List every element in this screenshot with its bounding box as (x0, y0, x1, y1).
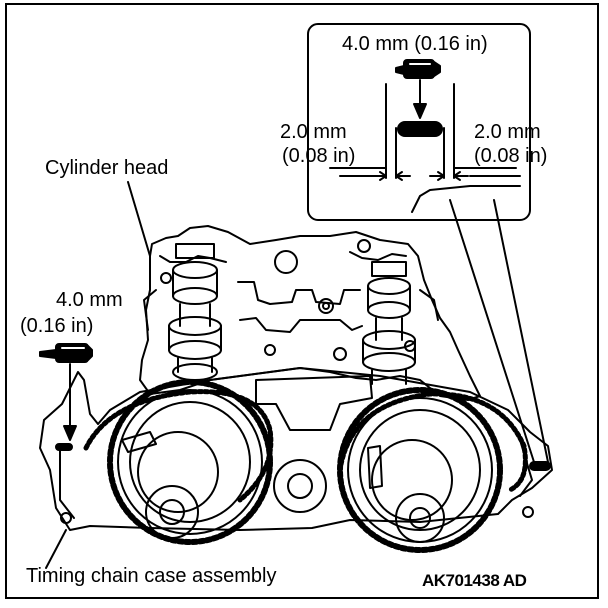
right-camshaft (362, 261, 416, 385)
timing-chain-right (337, 391, 528, 493)
inset-left-gap-line1: 2.0 mm (280, 121, 347, 143)
left-sealant-tube-icon (39, 343, 93, 363)
left-bead-width-line2: (0.16 in) (20, 315, 94, 337)
inset-sealant-bead (397, 121, 443, 137)
inset-right-gap-line1: 2.0 mm (474, 121, 541, 143)
detail-inset (307, 23, 549, 463)
inset-left-gap-line2: (0.08 in) (282, 145, 356, 167)
figure-code: AK701438 AD (422, 571, 527, 590)
timing-chain-case (39, 367, 553, 531)
chain-guide-bracket (255, 375, 373, 431)
left-sealant-bead (55, 443, 73, 451)
timing-chain-case-leader (45, 529, 67, 569)
right-camshaft-sprocket (337, 387, 503, 553)
cylinder-head-leader (127, 181, 151, 257)
right-sealant-bead (529, 461, 551, 471)
left-camshaft (168, 243, 222, 381)
inset-right-gap-line2: (0.08 in) (474, 145, 548, 167)
timing-chain-case-label: Timing chain case assembly (26, 565, 277, 587)
inset-bead-width: 4.0 mm (0.16 in) (342, 33, 488, 55)
cylinder-head (139, 225, 481, 401)
left-camshaft-sprocket (107, 379, 273, 545)
left-arrow-head (63, 425, 77, 441)
left-bead-width-line1: 4.0 mm (56, 289, 123, 311)
cylinder-head-label: Cylinder head (45, 157, 169, 179)
